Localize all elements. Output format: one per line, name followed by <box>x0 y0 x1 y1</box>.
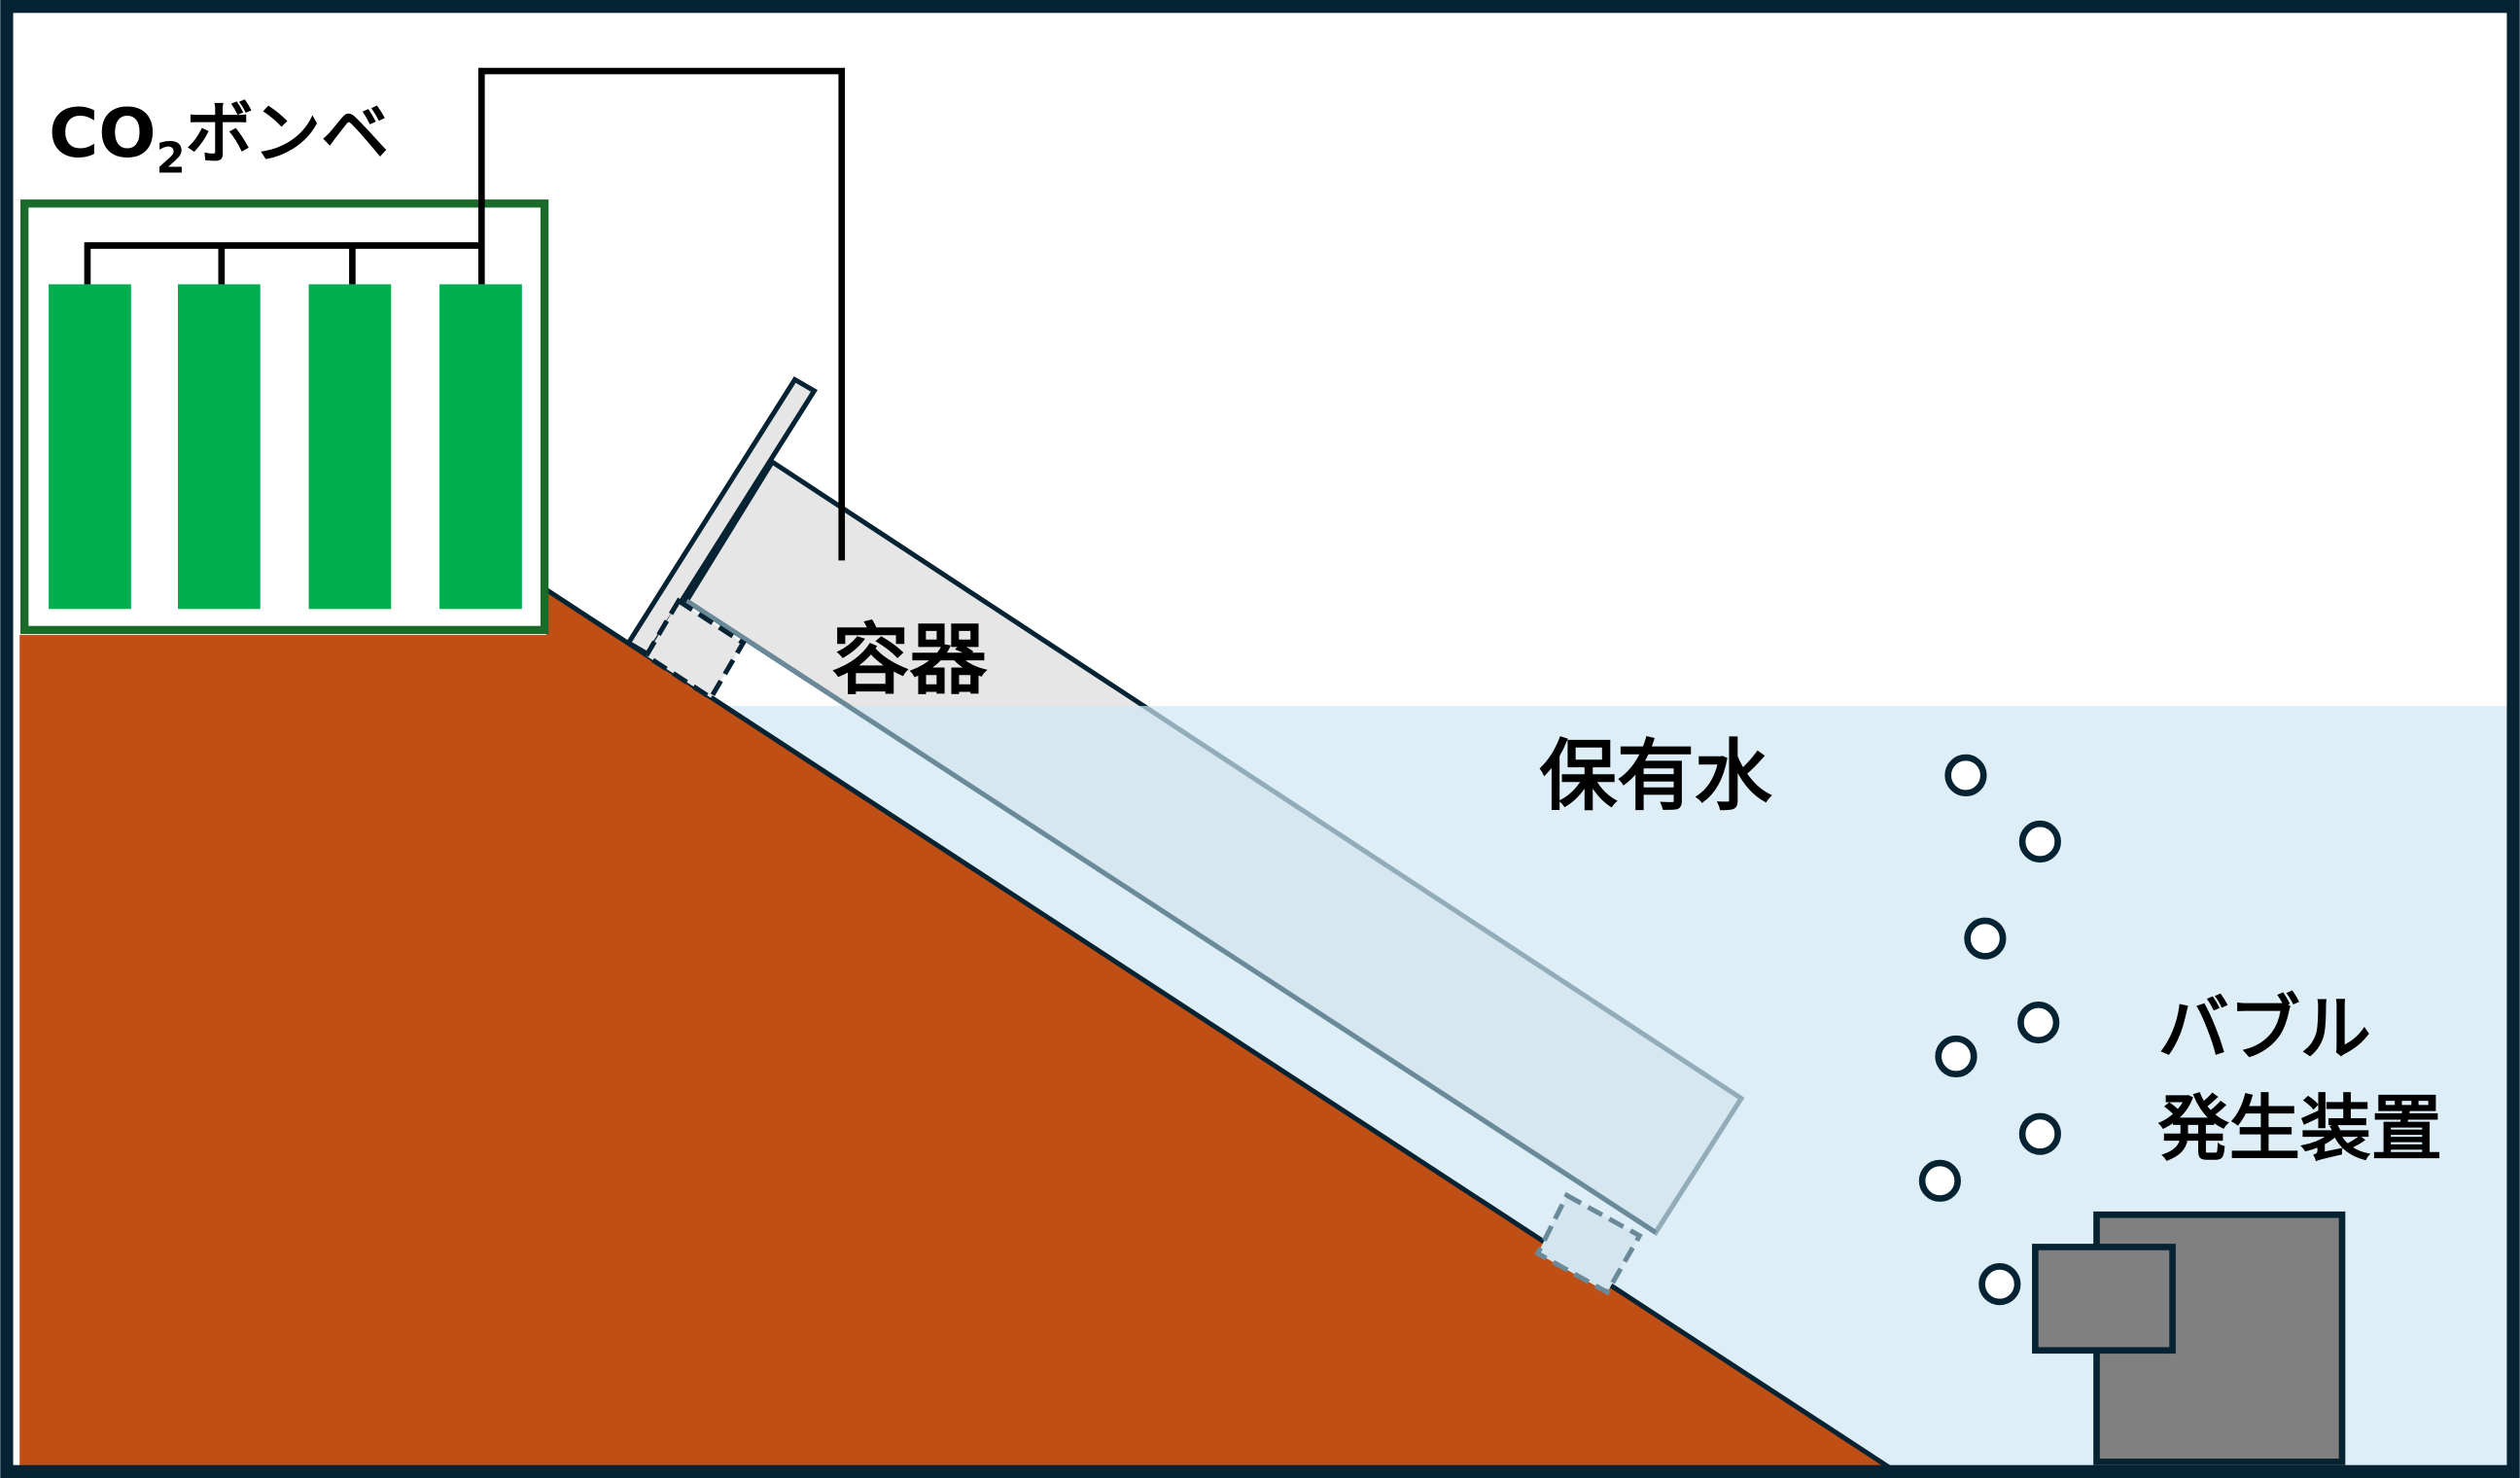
container-foot-lower <box>1534 1191 1643 1296</box>
bubble <box>2018 820 2061 863</box>
bubble-generator-label-line1: バブル <box>2158 988 2371 1071</box>
bubble <box>1935 1035 1978 1078</box>
co2-cylinder-1 <box>49 284 131 610</box>
container-edge-underwater <box>684 598 1658 1235</box>
co2-cylinder-3 <box>308 284 392 610</box>
bubbles <box>1918 754 2061 1306</box>
water-label: 保有水 <box>1539 731 1771 822</box>
container-foot-upper <box>643 597 747 702</box>
bubble <box>1964 917 2007 960</box>
bubble <box>2017 1001 2060 1044</box>
container-label: 容器 <box>832 615 989 705</box>
co2-cylinder-label: CO2ボンベ <box>49 94 389 184</box>
gas-supply-pipe <box>477 67 846 561</box>
bubble <box>1944 754 1987 796</box>
bubble <box>2018 1112 2061 1155</box>
bubble-generator-label-line2: 発生装置 <box>2158 1088 2442 1171</box>
bubble <box>1978 1263 2021 1306</box>
co2-cylinder-2 <box>177 284 261 610</box>
co2-cylinder-4 <box>439 284 522 610</box>
bubble <box>1918 1159 1961 1202</box>
slope-edge <box>544 587 1895 1472</box>
ground-slope <box>19 589 1894 1470</box>
bubble-generator-nozzle <box>2032 1244 2176 1355</box>
